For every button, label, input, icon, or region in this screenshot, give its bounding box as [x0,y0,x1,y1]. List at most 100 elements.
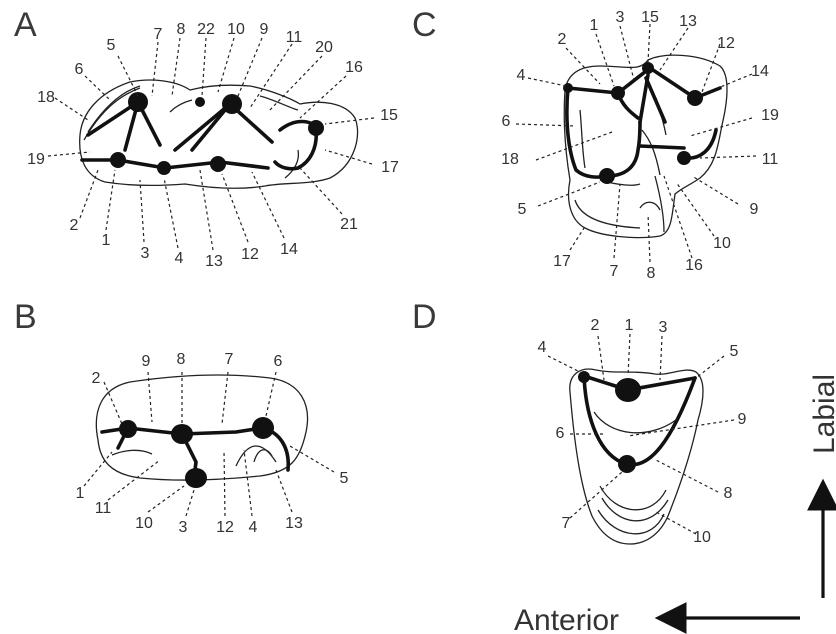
cusp-d-1 [615,378,641,402]
labial-label: Labial [808,374,836,454]
label-a-13: 13 [205,253,223,270]
panel-b-letter: B [14,298,37,336]
label-a-14: 14 [280,241,298,258]
label-b-3: 3 [179,519,188,536]
label-a-16: 16 [345,59,363,76]
panel-c-crests [567,68,720,177]
anterior-label: Anterior [514,604,619,634]
cusp-b-8 [171,424,193,444]
panel-d-letter: D [412,298,437,336]
label-a-6: 6 [75,61,84,78]
cusp-c-4 [563,83,573,93]
label-a-15: 15 [380,107,398,124]
cusp-a-4 [157,161,171,175]
cusp-a-1 [110,152,126,168]
cusp-c-1 [611,86,625,100]
label-a-11: 11 [286,29,303,46]
panel-c-leaders [516,24,756,262]
cusp-d-7 [618,455,636,473]
cusp-c-5 [599,168,615,184]
label-c-11: 11 [762,151,779,168]
label-a-9: 9 [260,21,269,38]
panel-c-letter: C [412,6,437,44]
label-a-7: 7 [154,26,163,43]
label-d-6: 6 [556,425,565,442]
panel-b: B [14,298,349,536]
panel-d-cusps [578,371,641,473]
label-b-9: 9 [142,353,151,370]
label-c-3: 3 [616,9,625,26]
label-c-10: 10 [713,235,731,252]
label-a-17: 17 [381,159,399,176]
label-b-7: 7 [225,351,234,368]
label-d-5: 5 [730,343,739,360]
label-a-1: 1 [102,232,111,249]
label-d-8: 8 [724,485,733,502]
panel-a-labels: 5 6 18 19 2 1 3 4 13 12 14 21 17 15 16 2… [27,21,399,270]
orientation-indicator: Labial Anterior [514,374,836,634]
cusp-a-22 [195,97,205,107]
panel-d-leaders [548,334,734,534]
label-a-21: 21 [340,216,358,233]
label-a-2: 2 [70,217,79,234]
label-b-12: 12 [216,519,234,536]
label-d-2: 2 [591,317,600,334]
panel-d: D 4 [412,298,747,546]
label-c-12: 12 [717,35,735,52]
label-a-22: 22 [197,21,215,38]
label-c-4: 4 [517,67,526,84]
label-c-2: 2 [558,31,567,48]
label-c-16: 16 [685,257,703,274]
cusp-b-3 [185,468,207,488]
label-c-14: 14 [751,63,769,80]
label-a-3: 3 [141,245,150,262]
label-c-7: 7 [610,263,619,280]
label-b-1: 1 [76,485,85,502]
label-d-3: 3 [659,319,668,336]
cusp-a-12 [210,156,226,172]
panel-a: A [14,6,399,270]
panel-c: C [412,6,779,282]
label-c-19: 19 [761,107,779,124]
panel-a-leaders [48,38,374,250]
label-c-6: 6 [502,113,511,130]
label-c-15: 15 [641,9,659,26]
label-b-8: 8 [177,351,186,368]
label-b-13: 13 [285,515,303,532]
cusp-a-15 [308,120,324,136]
label-d-10: 10 [693,529,711,546]
label-a-5: 5 [107,37,116,54]
label-a-8: 8 [177,21,186,38]
label-b-5: 5 [340,470,349,487]
panel-d-labels: 4 2 1 3 5 9 6 8 7 10 [538,317,747,546]
label-a-12: 12 [241,246,259,263]
label-b-10: 10 [135,515,153,532]
label-d-7: 7 [562,515,571,532]
label-b-11: 11 [95,500,112,517]
cusp-c-12 [687,90,703,106]
label-b-2: 2 [92,370,101,387]
label-c-9: 9 [750,201,759,218]
label-a-20: 20 [315,39,333,56]
label-d-1: 1 [625,317,634,334]
label-c-5: 5 [518,201,527,218]
label-c-17: 17 [553,253,571,270]
cusp-b-6 [252,417,274,439]
label-a-19: 19 [27,151,45,168]
label-c-18: 18 [501,151,519,168]
panel-a-letter: A [14,6,37,44]
cusp-c-15 [642,62,654,74]
label-a-10: 10 [227,21,245,38]
label-a-4: 4 [175,250,184,267]
cusp-a-9 [222,94,242,114]
panel-b-labels: 2 9 8 7 6 1 11 10 3 12 4 13 5 [76,351,349,536]
cusp-c-11 [677,151,691,165]
label-d-9: 9 [738,411,747,428]
label-a-18: 18 [37,89,55,106]
label-c-13: 13 [679,13,697,30]
label-b-4: 4 [249,519,258,536]
label-c-1: 1 [590,17,599,34]
cusp-d-4 [578,371,590,383]
label-d-4: 4 [538,339,547,356]
